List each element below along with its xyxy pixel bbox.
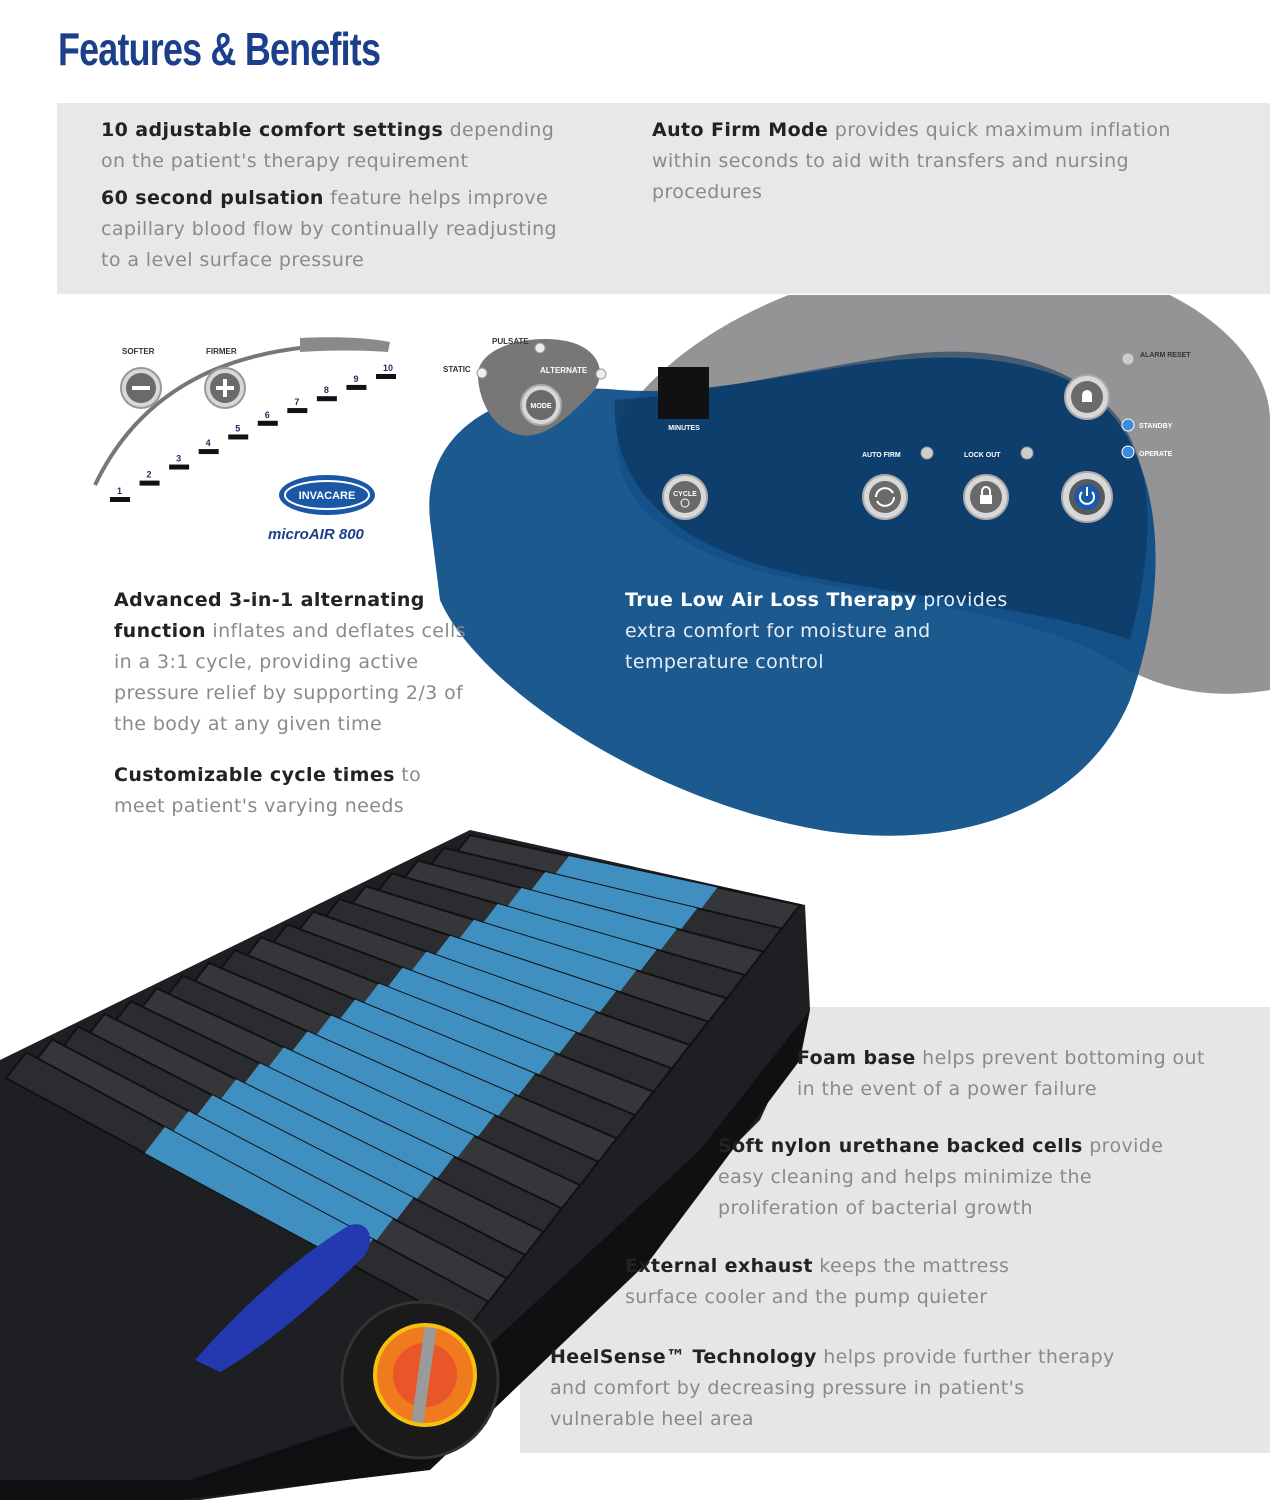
pulsate-label: PULSATE — [492, 337, 529, 346]
control-panel-illustration: SOFTER FIRMER 1 2 3 4 5 6 7 8 9 10 INVACARE micro… — [93, 295, 1270, 836]
firmer-label: FIRMER — [206, 347, 237, 356]
standby-label: STANDBY — [1139, 423, 1173, 430]
svg-text:CYCLE: CYCLE — [673, 491, 697, 498]
minutes-display — [658, 367, 709, 419]
softer-button[interactable] — [120, 367, 162, 409]
feature-cycle-times: Customizable cycle times to meet patient… — [114, 764, 422, 817]
feature-low-air-loss: True Low Air Loss Therapy provides extra… — [625, 589, 1008, 673]
static-label: STATIC — [443, 365, 471, 374]
air-cell-cover — [382, 967, 576, 1059]
air-cell-cover — [453, 919, 637, 997]
air-cell-cover — [358, 983, 556, 1080]
feature-pulsation: 60 second pulsation feature helps improv… — [101, 187, 557, 271]
alarm-label: ALARM RESET — [1140, 352, 1191, 359]
air-cell-cover — [501, 887, 677, 955]
air-cell-cover — [549, 856, 718, 914]
level-step — [169, 464, 190, 470]
air-cell-cover — [216, 1079, 434, 1204]
level-number: 1 — [117, 486, 122, 496]
level-step — [110, 497, 130, 502]
top-features-panel — [57, 103, 1270, 294]
svg-text:INVACARE: INVACARE — [299, 490, 356, 502]
power-button[interactable] — [1061, 471, 1113, 523]
softer-label: SOFTER — [122, 347, 155, 356]
air-cell-cover — [192, 1095, 414, 1224]
level-number: 9 — [353, 374, 358, 384]
level-number: 5 — [235, 423, 240, 433]
air-cell-cover — [144, 1127, 373, 1266]
level-number: 7 — [294, 397, 299, 407]
air-cell-cover — [525, 871, 698, 935]
level-number: 3 — [176, 454, 181, 464]
lock-out-label: LOCK OUT — [964, 452, 1001, 459]
model-name: microAIR 800 — [268, 526, 365, 543]
air-cell-cover — [263, 1047, 475, 1162]
feature-comfort-settings: 10 adjustable comfort settings depending… — [101, 119, 555, 172]
air-cell-cover — [477, 903, 657, 976]
feature-external-exhaust: External exhaust keeps the mattress surf… — [625, 1255, 1010, 1308]
feature-foam-base: Foam base helps prevent bottoming out in… — [797, 1047, 1205, 1100]
level-step — [198, 449, 219, 455]
air-cell-cover — [168, 1111, 394, 1245]
svg-text:MODE: MODE — [531, 403, 552, 410]
alternate-label: ALTERNATE — [540, 366, 588, 375]
page-title: Features & Benefits — [58, 23, 381, 75]
air-cell-cover — [311, 1015, 515, 1121]
level-step — [376, 374, 396, 379]
air-cell-cover — [430, 935, 617, 1017]
feature-auto-firm: Auto Firm Mode provides quick maximum in… — [652, 119, 1171, 203]
feature-nylon-cells: Soft nylon urethane backed cells provide… — [718, 1135, 1164, 1219]
level-step — [346, 384, 367, 390]
air-cell-cover — [239, 1063, 454, 1183]
level-number: 8 — [324, 385, 329, 395]
level-step — [139, 480, 160, 486]
invacare-logo: INVACARE — [279, 475, 375, 515]
level-number: 2 — [147, 470, 152, 480]
air-cell-cover — [406, 951, 596, 1038]
level-step — [287, 408, 308, 414]
level-number: 6 — [265, 410, 270, 420]
level-step — [228, 434, 249, 440]
feature-alternating-function: Advanced 3-in-1 alternating function inf… — [114, 589, 467, 735]
heelsense-inset — [340, 1300, 500, 1460]
mode-button[interactable]: MODE — [520, 384, 562, 426]
auto-firm-button[interactable] — [862, 474, 908, 520]
minutes-label: MINUTES — [668, 425, 700, 432]
level-step — [316, 396, 337, 402]
alarm-reset-button[interactable] — [1064, 374, 1110, 420]
cycle-button[interactable]: CYCLE — [662, 474, 708, 520]
comfort-level-steps: 1 2 3 4 5 6 7 8 9 10 — [110, 363, 396, 502]
level-step — [257, 420, 278, 426]
air-cell-cover — [335, 999, 535, 1100]
firmer-button[interactable] — [204, 367, 246, 409]
mattress-illustration — [0, 830, 810, 1500]
level-number: 4 — [206, 438, 211, 448]
level-number: 10 — [383, 363, 393, 373]
lock-out-button[interactable] — [963, 474, 1009, 520]
operate-label: OPERATE — [1139, 451, 1173, 458]
feature-heelsense: HeelSense™ Technology helps provide furt… — [550, 1346, 1115, 1430]
air-cells — [4, 833, 802, 1329]
auto-firm-label: AUTO FIRM — [862, 452, 901, 459]
air-cell-cover — [287, 1031, 495, 1142]
